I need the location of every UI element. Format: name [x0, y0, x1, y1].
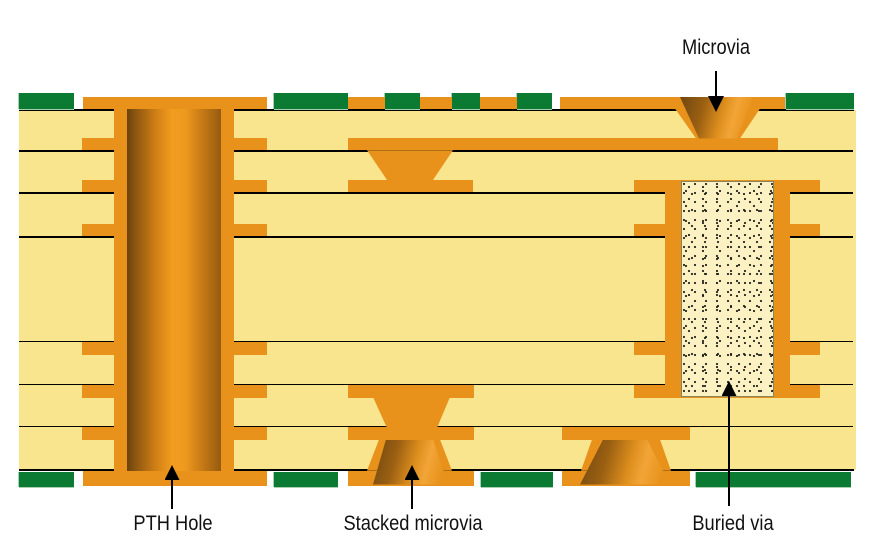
- buried-via-pad-l4-right: [774, 223, 820, 237]
- stacked-microvia-arrow-line: [411, 479, 413, 509]
- pth-pad-l2-left: [82, 137, 127, 151]
- copper-land-top-3: [480, 97, 517, 110]
- pth-pad-l4-right: [221, 223, 267, 237]
- bottom-microvia-pad-l7: [562, 427, 690, 440]
- solder-pad-top-6: [786, 93, 854, 110]
- stacked-microvia-label: Stacked microvia: [343, 512, 483, 535]
- solder-pad-top-5: [517, 93, 552, 110]
- pth-pad-l7-left: [82, 427, 127, 440]
- solder-pad-bottom-2: [274, 471, 338, 487]
- pth-pad-top: [83, 97, 267, 110]
- pth-pad-l3-left: [82, 179, 127, 193]
- buried-via-resin-fill: [681, 181, 774, 397]
- pth-hole-label: PTH Hole: [133, 512, 213, 535]
- stacked-microvia-upper: [373, 397, 450, 428]
- layer-line-3: [19, 192, 853, 194]
- microvia-arrow-line: [715, 71, 717, 98]
- layer-line-6: [19, 383, 853, 386]
- solder-pad-bottom-4: [696, 471, 851, 487]
- solder-pad-bottom-3: [481, 471, 553, 487]
- buried-via-pad-l5-right: [774, 342, 820, 355]
- copper-land-top-2: [420, 97, 452, 110]
- pth-pad-l2-right: [221, 137, 267, 151]
- buried-via-pad-l4-left: [634, 223, 681, 237]
- pth-pad-l7-right: [221, 427, 267, 440]
- pth-pad-l5-left: [82, 342, 127, 355]
- buried-via-arrow-line: [728, 394, 730, 506]
- pth-pad-l4-left: [82, 223, 127, 237]
- l2-copper-trace: [348, 137, 778, 151]
- l3-landing-pad: [348, 179, 473, 193]
- microvia-label: Microvia: [681, 36, 751, 59]
- pth-hole-barrel: [127, 97, 221, 484]
- pth-pad-l6-right: [221, 385, 267, 398]
- pth-pad-l5-right: [221, 342, 267, 355]
- layer-line-5: [19, 340, 853, 343]
- stacked-microvia-pad-l6: [348, 385, 474, 398]
- pth-pad-l3-right: [221, 179, 267, 193]
- layer-line-4: [19, 236, 853, 238]
- solder-pad-top-1: [19, 93, 74, 110]
- buried-via-label: Buried via: [692, 512, 774, 535]
- pth-hole-arrow-line: [171, 479, 173, 509]
- stacked-microvia-pad-l7: [348, 427, 474, 440]
- copper-land-top-1: [348, 97, 385, 110]
- solder-pad-bottom-1: [19, 471, 74, 487]
- pth-pad-l6-left: [82, 385, 127, 398]
- solder-pad-top-2: [274, 93, 348, 110]
- solder-pad-top-4: [452, 93, 480, 110]
- layer-line-top-surface: [19, 109, 854, 111]
- buried-via-pad-l5-left: [634, 342, 681, 355]
- solder-pad-top-3: [385, 93, 420, 110]
